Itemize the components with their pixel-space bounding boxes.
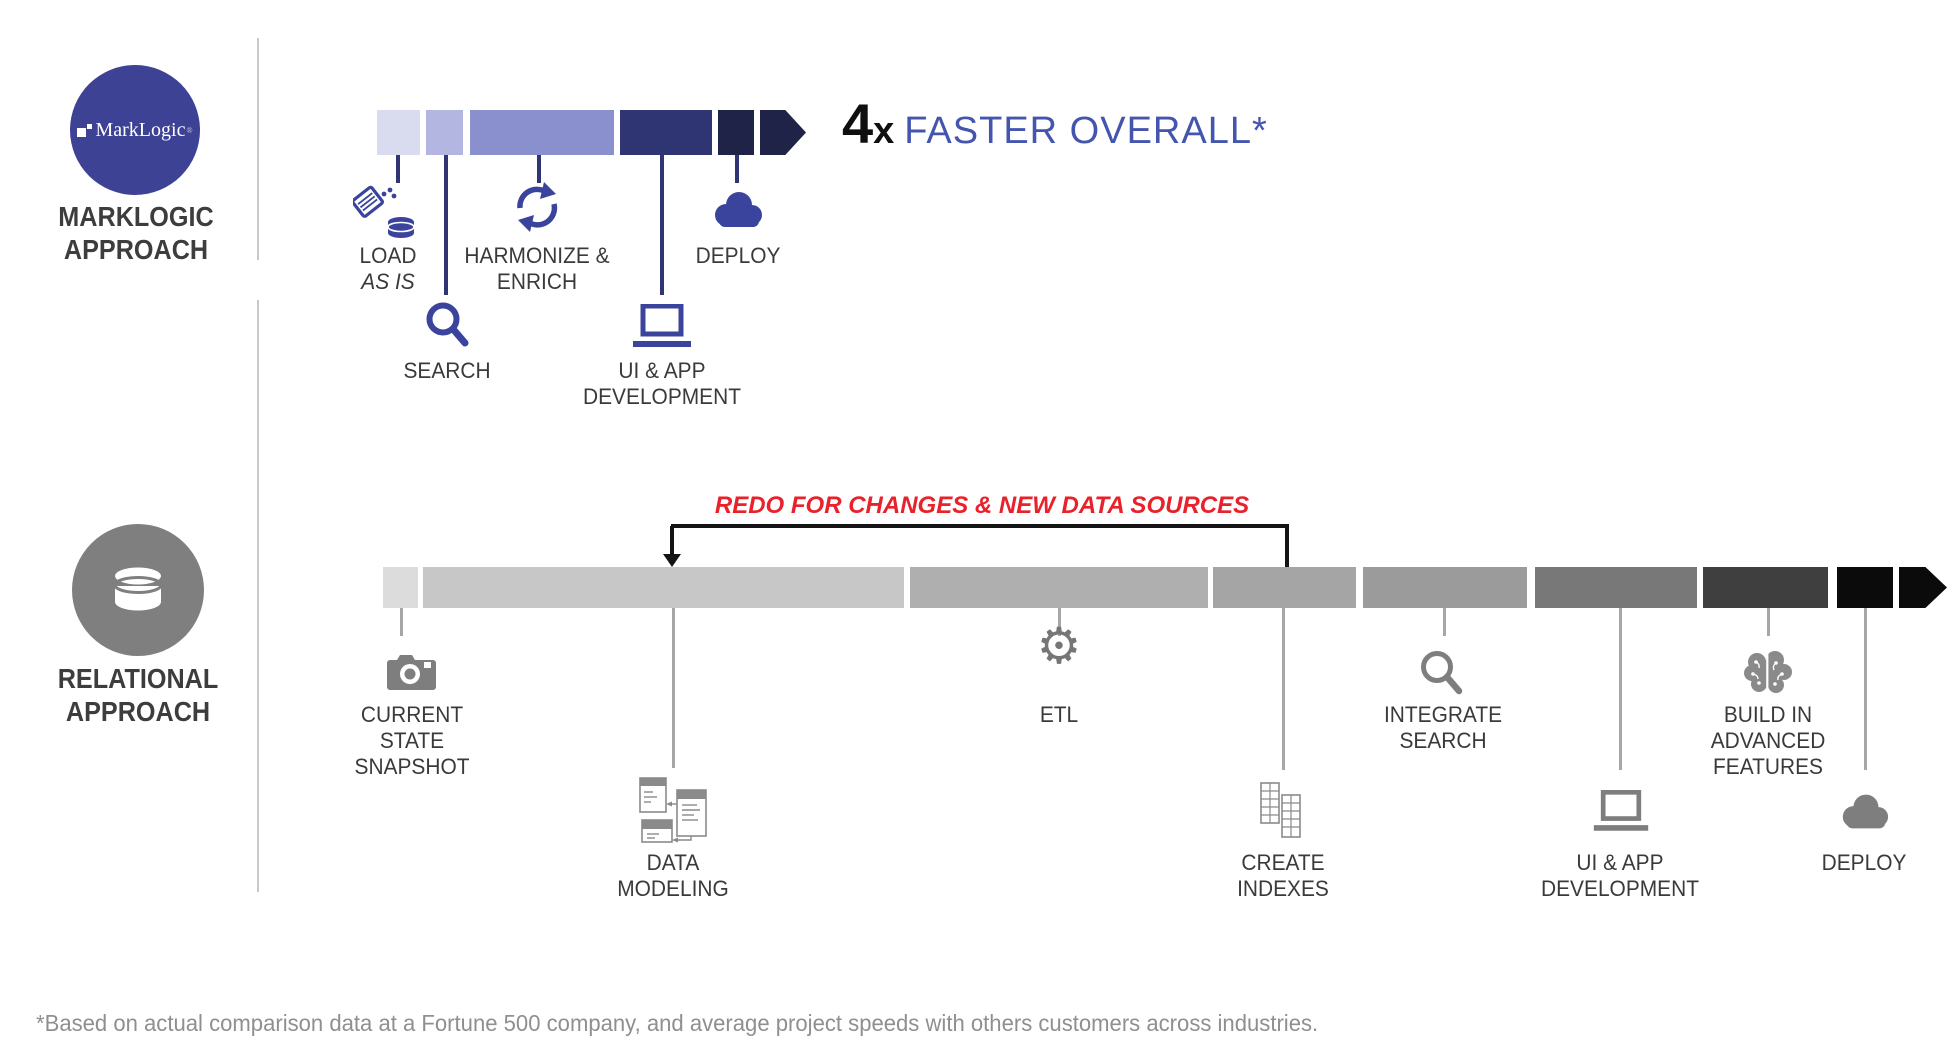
relational-approach-title: RELATIONAL APPROACH (57, 663, 219, 727)
step-label-build-in-advanced-features: BUILD IN ADVANCED FEATURES (1710, 702, 1826, 779)
rel-leader-snapshot (400, 608, 403, 636)
ml-segment-uiapp (620, 110, 712, 155)
result-label: FASTER OVERALL* (904, 110, 1268, 152)
rel-segment-integrate-search (1363, 567, 1527, 608)
data-model-icon (639, 772, 707, 844)
relational-badge (72, 524, 204, 656)
rel-segment-advanced-features (1703, 567, 1828, 608)
rel-leader-data-modeling (672, 608, 675, 768)
step-label-load-as-is: LOAD AS IS (359, 243, 417, 294)
ml-leader-deploy (735, 155, 739, 183)
search-icon (424, 300, 470, 350)
rel-segment-data-modeling (423, 567, 904, 608)
create-indexes-icon (1256, 782, 1306, 840)
ml-leader-search (444, 155, 448, 295)
redo-bracket-left (670, 526, 674, 555)
marklogic-logo: MarkLogic ® (77, 118, 193, 142)
divider-top (257, 38, 259, 260)
database-cylinder-icon (111, 566, 165, 614)
redo-bracket-right (1285, 524, 1289, 567)
step-label-search: SEARCH (403, 358, 491, 383)
rel-leader-etl (1058, 608, 1061, 636)
deploy-cloud-icon (709, 188, 765, 230)
rel-leader-integrate-search (1443, 608, 1446, 636)
ml-segment-search (426, 110, 463, 155)
footnote: *Based on actual comparison data at a Fo… (36, 1010, 1319, 1036)
marklogic-logo-text: MarkLogic (95, 118, 186, 141)
rel-segment-etl (910, 567, 1208, 608)
marklogic-approach-title: MARKLOGIC APPROACH (58, 201, 214, 265)
step-label-etl: ETL (1039, 702, 1079, 727)
step-label-deploy-rel: DEPLOY (1821, 850, 1907, 875)
redo-arrowhead-icon (663, 554, 681, 567)
ml-leader-harmonize (537, 155, 541, 183)
registered-mark: ® (186, 125, 193, 135)
marklogic-mark-icon (77, 123, 93, 138)
redo-annotation: REDO FOR CHANGES & NEW DATA SOURCES (714, 492, 1250, 519)
result-banner: 4 x FASTER OVERALL* (842, 96, 1268, 152)
load-as-is-icon (351, 184, 419, 240)
rel-segment-snapshot (383, 567, 418, 608)
camera-icon (384, 650, 436, 692)
rel-segment-create-indexes (1213, 567, 1356, 608)
divider-bottom (257, 300, 259, 892)
rel-leader-deploy (1864, 608, 1867, 770)
marklogic-logo-badge: MarkLogic ® (70, 65, 200, 195)
step-label-ui-app-development: UI & APP DEVELOPMENT (583, 358, 741, 409)
redo-bracket-horizontal (671, 524, 1289, 528)
step-label-deploy: DEPLOY (695, 243, 781, 268)
rel-timeline-arrow (1899, 567, 1947, 608)
ml-segment-harmonize (470, 110, 614, 155)
step-label-harmonize-enrich: HARMONIZE & ENRICH (464, 243, 610, 294)
step-label-current-state-snapshot: CURRENT STATE SNAPSHOT (354, 702, 470, 779)
step-label-create-indexes: CREATE INDEXES (1237, 850, 1329, 901)
step-label-ui-app-development-rel: UI & APP DEVELOPMENT (1541, 850, 1699, 901)
ml-timeline-arrow (760, 110, 806, 155)
rel-deploy-cloud-icon (1837, 790, 1891, 832)
step-label-data-modeling: DATA MODELING (617, 850, 729, 901)
brain-icon (1742, 648, 1794, 698)
rel-leader-uiapp (1619, 608, 1622, 770)
result-times: x (873, 110, 895, 152)
result-number: 4 (842, 92, 874, 155)
ml-segment-load (377, 110, 420, 155)
integrate-search-icon (1418, 648, 1464, 698)
ml-leader-load (396, 155, 400, 183)
rel-segment-deploy (1837, 567, 1893, 608)
rel-leader-create-indexes (1282, 608, 1285, 770)
step-label-integrate-search: INTEGRATE SEARCH (1383, 702, 1503, 753)
ml-leader-uiapp (660, 155, 664, 295)
laptop-icon (630, 303, 694, 350)
ui-app-laptop-icon (1591, 789, 1651, 834)
rel-leader-advanced (1767, 608, 1770, 636)
rel-segment-uiapp (1535, 567, 1697, 608)
harmonize-refresh-icon (510, 178, 564, 236)
ml-segment-deploy (718, 110, 754, 155)
